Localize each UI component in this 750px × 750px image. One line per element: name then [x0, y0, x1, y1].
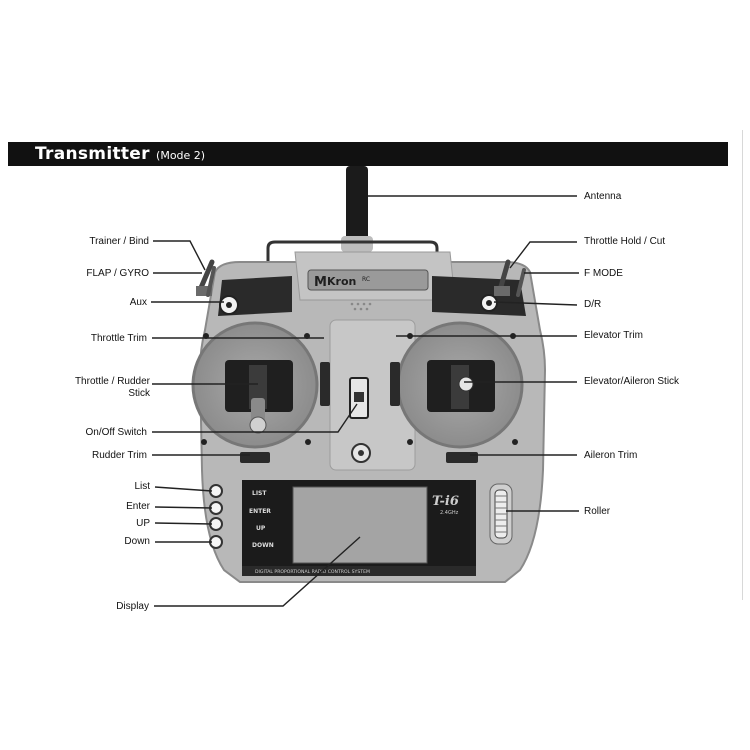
elevator-aileron-stick[interactable] [396, 321, 524, 449]
label-flap-gyro: FLAP / GYRO [86, 268, 149, 279]
brand-label: Kron [327, 275, 356, 288]
bottom-strip-text: DIGITAL PROPORTIONAL RADIO CONTROL SYSTE… [255, 569, 370, 575]
f-mode-switch[interactable] [516, 268, 526, 297]
brand-mark: M [314, 275, 327, 290]
elevator-trim[interactable] [390, 362, 400, 406]
dr-knob[interactable] [480, 294, 498, 312]
label-roller: Roller [584, 506, 611, 517]
display-panel [242, 480, 476, 576]
title-banner: Transmitter (Mode 2) [8, 142, 728, 166]
label-rudder-trim: Rudder Trim [91, 450, 147, 461]
label-list: List [134, 481, 150, 492]
menu-list-text: LIST [252, 490, 267, 497]
leader-lines [151, 195, 579, 607]
label-elevator-trim: Elevator Trim [584, 330, 643, 341]
label-display: Display [116, 601, 149, 612]
roller[interactable] [489, 483, 513, 545]
throttle-trim[interactable] [320, 362, 330, 406]
power-switch[interactable] [349, 377, 369, 419]
label-antenna: Antenna [584, 191, 622, 202]
label-d-r: D/R [584, 299, 602, 310]
label-elevator-aileron-stick: Elevator/Aileron Stick [584, 376, 680, 387]
speaker-grille [350, 302, 372, 311]
menu-buttons [209, 484, 223, 549]
throttle-rudder-stick[interactable] [191, 321, 319, 449]
band-label: 2.4GHz [440, 510, 459, 516]
menu-up-text: UP [256, 525, 266, 532]
title-mode: (Mode 2) [156, 149, 206, 162]
brand-suffix: RC [362, 276, 370, 283]
label-throttle-hold-cut: Throttle Hold / Cut [584, 236, 666, 247]
throttle-hold-switch[interactable] [494, 259, 511, 296]
label-down: Down [124, 536, 150, 547]
rudder-trim[interactable] [240, 452, 270, 463]
aux-knob[interactable] [219, 295, 239, 315]
label-aux: Aux [129, 297, 147, 308]
menu-down-text: DOWN [252, 542, 274, 549]
menu-enter-text: ENTER [249, 508, 271, 515]
antenna [341, 166, 373, 252]
label-on-off-switch: On/Off Switch [85, 427, 147, 438]
flap-gyro-switch[interactable] [206, 266, 216, 297]
label-trainer-bind: Trainer / Bind [89, 236, 149, 247]
trainer-bind-switch[interactable] [196, 259, 215, 296]
aileron-trim[interactable] [446, 452, 478, 463]
label-f-mode: F MODE [584, 268, 623, 279]
lcd-screen [292, 486, 428, 564]
model-label: T-i6 [432, 494, 459, 509]
carry-handle [266, 240, 439, 262]
edge-rule [742, 130, 743, 600]
led-indicator [351, 443, 371, 463]
label-enter: Enter [126, 501, 150, 512]
label-up: UP [136, 518, 150, 529]
title-text: Transmitter [35, 144, 150, 164]
page-title: Transmitter (Mode 2) [35, 143, 205, 167]
label-aileron-trim: Aileron Trim [584, 450, 638, 461]
label-throttle-rudder-stick: Throttle / Rudder Stick [74, 376, 150, 399]
label-throttle-trim: Throttle Trim [90, 333, 147, 344]
